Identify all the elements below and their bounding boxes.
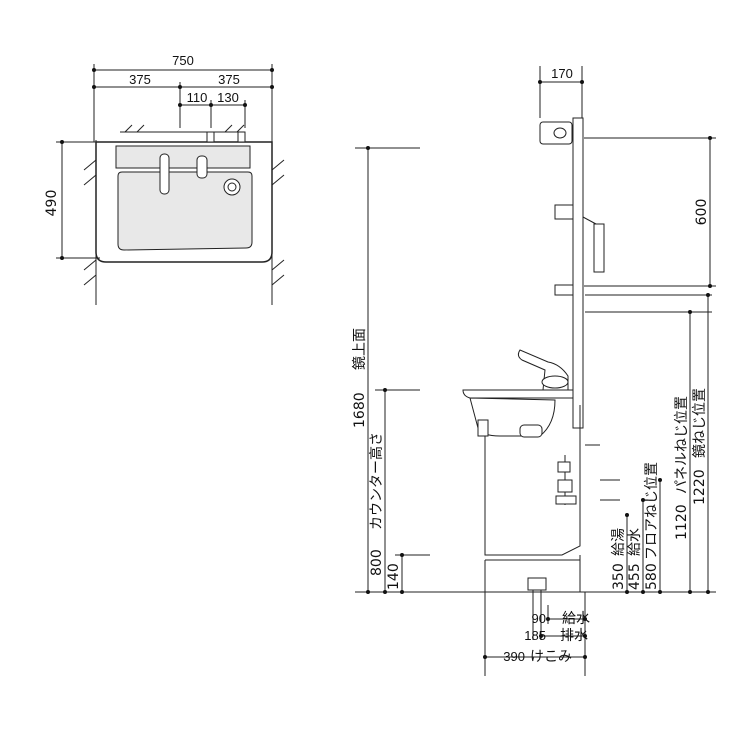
plan-offset-a: 110: [187, 90, 208, 105]
basin: [117, 171, 253, 251]
shelf-bracket-lower: [554, 284, 574, 296]
water-offset-label: 給水: [562, 611, 590, 627]
plan-half-left: 375: [129, 72, 151, 87]
drain-trap-icon: [527, 577, 547, 591]
hot-supply-height-label: 給湯: [610, 528, 627, 556]
floor-screw-value: 580: [644, 563, 660, 590]
shelf-bracket-upper: [554, 204, 574, 220]
side-mirror-height: 600: [694, 199, 710, 226]
plan-view: 750 375 375 110 130 490: [44, 53, 285, 305]
panel-screw-value: 1120: [674, 504, 690, 540]
kick-offset-value: 390: [503, 649, 525, 664]
counter-outline: [95, 141, 273, 263]
side-top-width: 170: [551, 66, 573, 81]
plinth-value: 140: [386, 563, 402, 590]
mirror-top-label: 鏡上面: [352, 328, 368, 370]
back-panel: [572, 117, 584, 429]
counter-height-label: カウンター高さ: [368, 432, 385, 530]
side-view: 170 600: [352, 66, 716, 676]
mirror-screw-label: 鏡ねじ位置: [692, 388, 708, 458]
hot-supply-height: 350: [611, 563, 627, 590]
floor-screw-label: フロアねじ位置: [644, 462, 660, 560]
mirror-screw-value: 1220: [692, 469, 708, 505]
plan-width-total: 750: [172, 53, 194, 68]
outlet-icon: [593, 223, 605, 273]
water-supply-height: 455: [627, 563, 643, 590]
counter-top: [462, 389, 574, 399]
kick-offset-label: けこみ: [530, 649, 572, 665]
plan-half-right: 375: [218, 72, 240, 87]
spout-icon: [196, 155, 208, 179]
drain-offset-label: 排水: [560, 628, 588, 644]
panel-screw-label: パネルねじ位置: [674, 396, 690, 494]
faucet-deck: [115, 145, 251, 169]
water-supply-height-label: 給水: [627, 528, 643, 556]
plan-offset-b: 130: [217, 90, 239, 105]
plan-depth: 490: [44, 190, 60, 217]
mirror-top-value: 1680: [352, 392, 368, 428]
water-offset-value: 90: [532, 611, 546, 626]
counter-height-value: 800: [369, 549, 385, 576]
faucet-lever-icon: [159, 153, 170, 195]
drain-offset-value: 185: [524, 628, 546, 643]
